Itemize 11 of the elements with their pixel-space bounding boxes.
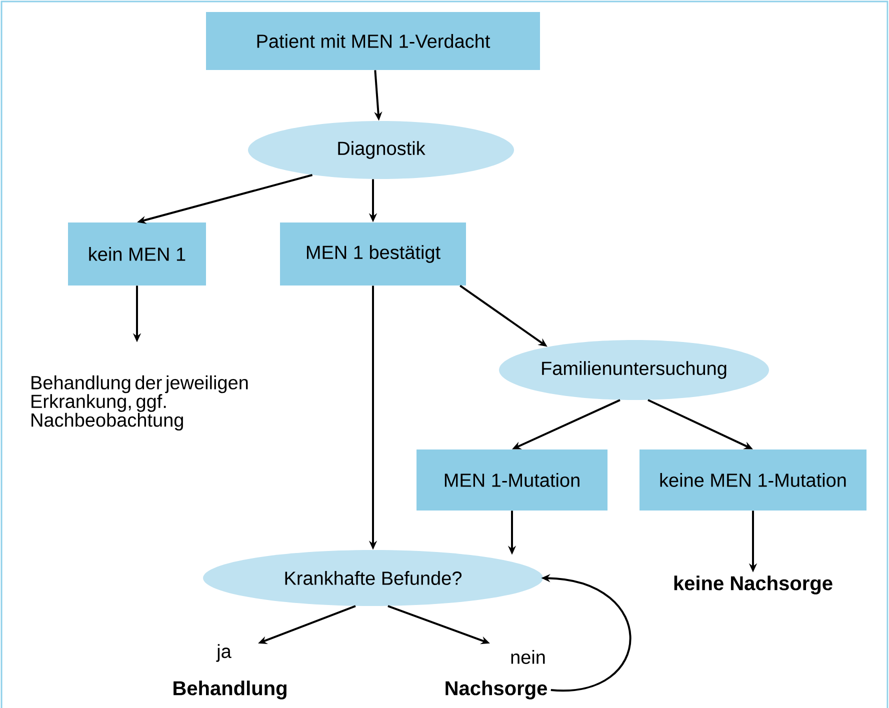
edge-label: ja (214, 642, 234, 664)
process-box: keine MEN 1-Mutation (640, 450, 866, 510)
outcome-text: Behandlung (174, 680, 286, 700)
note-text: Behandlung der jeweiligen Erkrankung, ggf. Nachbeobachtung (32, 375, 248, 431)
process-box: Patient mit MEN 1-Verdacht (206, 12, 540, 70)
outcome-text: keine Nachsorge (674, 576, 832, 594)
process-box: MEN 1 bestätigt (280, 222, 466, 286)
outcome-text: Nachsorge (446, 680, 547, 700)
edge-label: nein (508, 648, 548, 666)
process-box: MEN 1-Mutation (416, 450, 608, 510)
process-box: kein MEN 1 (68, 222, 206, 286)
